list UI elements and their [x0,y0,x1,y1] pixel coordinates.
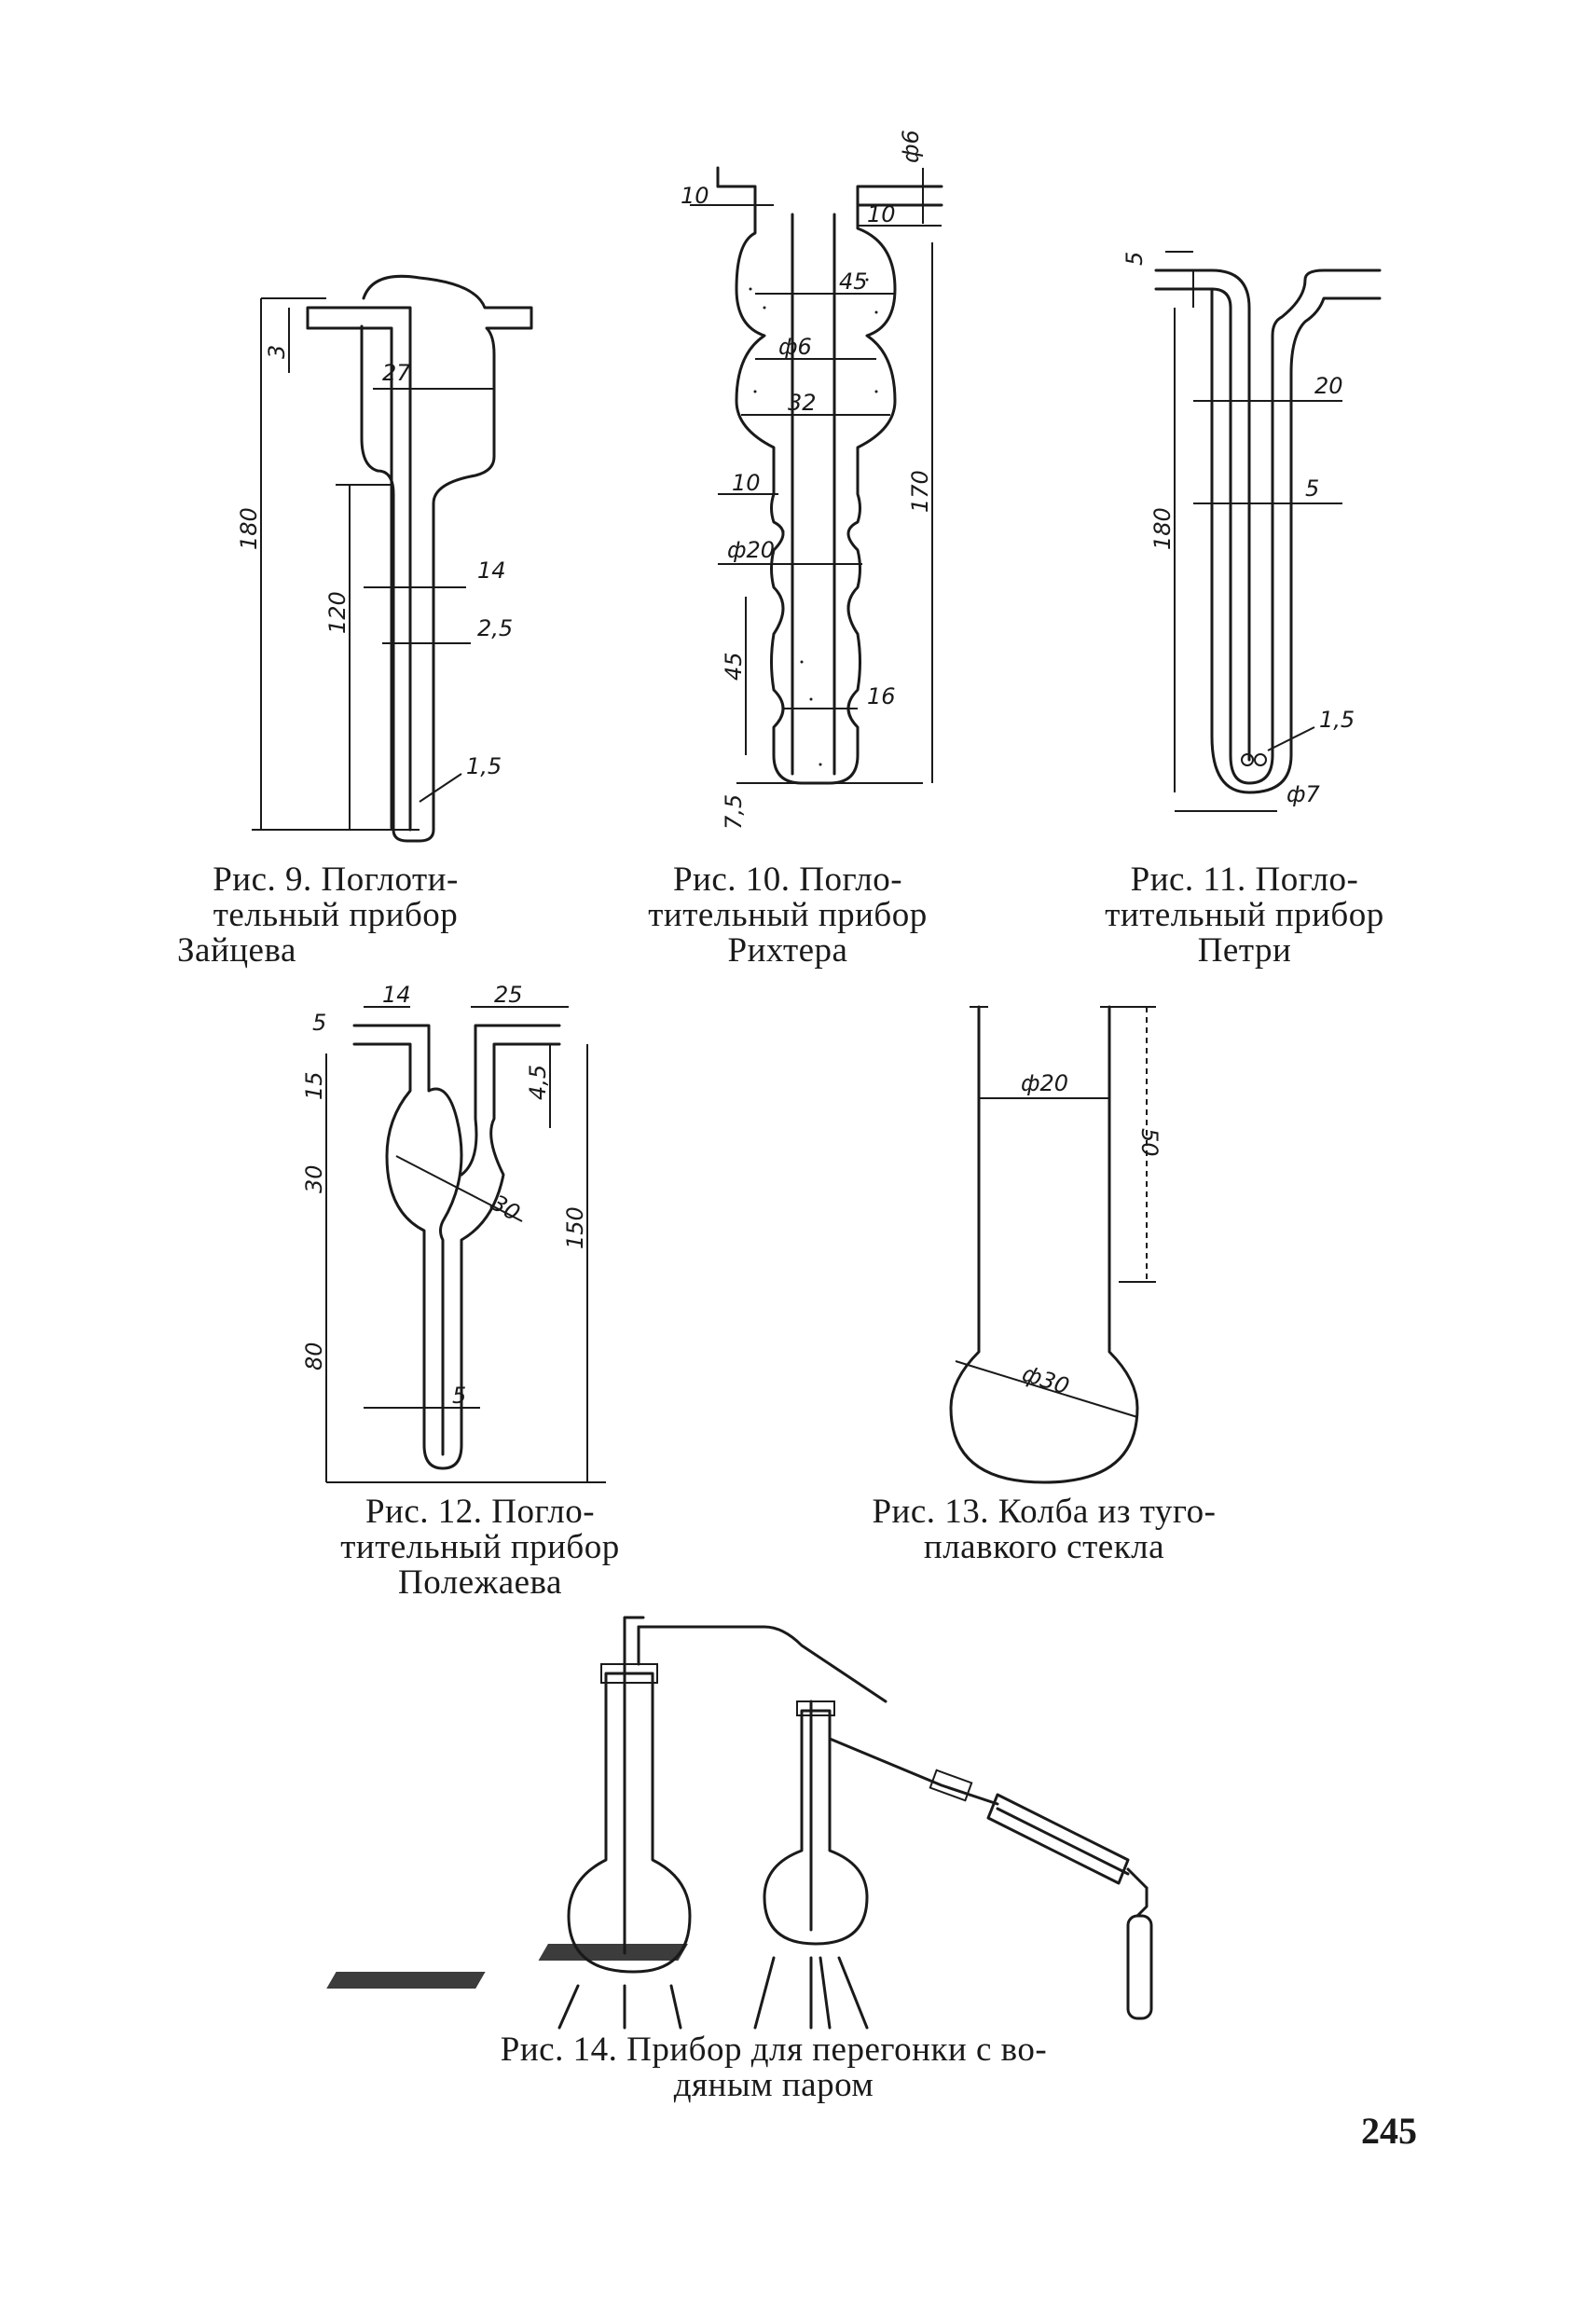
figure-refractory-flask: ф20 50 ф30 [932,998,1212,1492]
caption-fig13: Рис. 13. Колба из туго- плавкого стекла [839,1494,1249,1565]
dim-30-left: 30 [301,1164,327,1193]
dim-5: 5 [312,1010,326,1036]
steam-distillation-drawing [326,1616,1153,2030]
polezhaev-absorber-drawing: 5 14 25 15 4,5 30 30 150 80 5 [301,982,606,1483]
figure-petri-absorber: 5 20 5 180 1,5 ф7 [1119,233,1398,830]
caption-line: дяным паром [673,2066,874,2104]
dim-120: 120 [324,591,351,634]
caption-line: Рис. 14. Прибор для перегонки с во- [500,2031,1048,2069]
caption-line: Петри [1197,931,1292,970]
caption-line: тительный прибор [340,1528,620,1566]
dim-phi7: ф7 [1286,781,1321,807]
dim-5-low: 5 [452,1383,466,1409]
dim-1-5: 1,5 [1319,707,1355,733]
dim-7-5: 7,5 [721,794,747,830]
dim-45: 45 [839,268,868,295]
caption-line: Рис. 9. Поглоти- [213,860,459,899]
figure-richter-absorber: 10 ф6 10 45 ф6 32 170 10 ф20 45 16 7,5 [681,130,960,839]
dim-170: 170 [907,470,933,513]
dim-14: 14 [382,982,411,1008]
zaitsev-absorber-drawing: 180 120 3 27 14 2,5 1,5 [236,274,533,843]
dim-15: 15 [301,1071,327,1100]
dim-10-right: 10 [867,201,896,227]
dim-80: 80 [301,1342,327,1370]
figure-steam-distillation-apparatus [326,1616,1184,2030]
caption-line: тельный прибор [213,896,459,934]
figure-polezhaev-absorber: 5 14 25 15 4,5 30 30 150 80 5 [301,982,634,1483]
caption-line: Рис. 10. Погло- [672,860,903,899]
caption-fig9: Рис. 9. Поглоти- тельный прибор Зайцева [177,862,494,969]
caption-fig11: Рис. 11. Погло- тительный прибор Петри [1091,862,1398,969]
dim-180: 180 [1149,507,1176,550]
dim-27: 27 [382,360,411,386]
dim-10-top: 10 [681,183,709,209]
dim-3: 3 [264,345,290,359]
dim-45-low: 45 [721,652,747,681]
dim-phi30: ф30 [1019,1360,1072,1399]
dim-180: 180 [236,507,262,550]
dim-phi20: ф20 [727,537,775,563]
figure-zaitsev-absorber: 180 120 3 27 14 2,5 1,5 [233,270,569,848]
dim-20: 20 [1314,373,1343,399]
dim-30-diag: 30 [487,1190,524,1227]
caption-line: плавкого стекла [923,1528,1165,1566]
dim-4-5: 4,5 [525,1065,551,1100]
dim-phi6: ф6 [778,334,812,360]
petri-absorber-drawing: 5 20 5 180 1,5 ф7 [1121,251,1382,812]
richter-absorber-drawing: 10 ф6 10 45 ф6 32 170 10 ф20 45 16 7,5 [681,130,943,830]
caption-line: Рис. 12. Погло- [365,1493,596,1531]
caption-line: Рихтера [727,931,848,970]
caption-fig12: Рис. 12. Погло- тительный прибор Полежае… [326,1494,634,1601]
caption-line: Рис. 11. Погло- [1130,860,1359,899]
dim-10-mid: 10 [732,470,761,496]
caption-line: Зайцева [177,931,296,970]
dim-phi20: ф20 [1021,1070,1068,1096]
dim-32: 32 [788,390,817,416]
refractory-flask-drawing: ф20 50 ф30 [949,1005,1163,1484]
dim-5-mid: 5 [1305,475,1319,502]
dim-50: 50 [1136,1128,1163,1157]
caption-line: Рис. 13. Колба из туго- [872,1493,1217,1531]
caption-line: тительный прибор [648,896,928,934]
dim-25: 25 [494,982,523,1008]
dim-150: 150 [562,1206,588,1249]
dim-2-5: 2,5 [477,615,513,641]
caption-line: тительный прибор [1105,896,1384,934]
caption-fig14: Рис. 14. Прибор для перегонки с во- дяны… [485,2032,1063,2103]
dim-1-5: 1,5 [466,753,502,779]
dim-16: 16 [867,683,896,709]
dim-5-top: 5 [1121,252,1148,266]
caption-line: Полежаева [398,1563,562,1602]
caption-fig10: Рис. 10. Погло- тительный прибор Рихтера [634,862,942,969]
dim-phi6-top: ф6 [898,130,924,163]
page-number: 245 [1361,2110,1417,2152]
dim-14: 14 [477,558,506,584]
